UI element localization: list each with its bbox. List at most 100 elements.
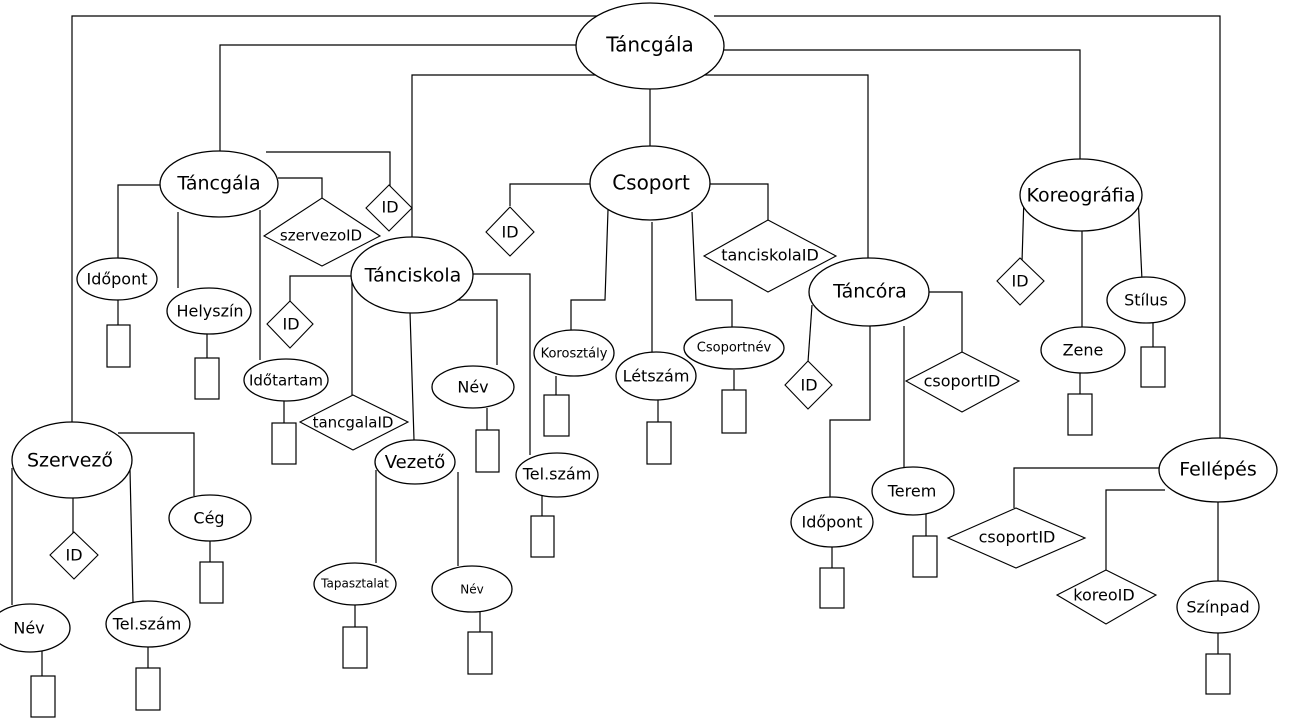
entity-szervezo-label: Szervező bbox=[27, 450, 113, 472]
edge-root-tancora bbox=[700, 74, 869, 262]
tg-id-diamond: ID bbox=[365, 184, 413, 232]
entity-fellepes: Fellépés bbox=[1158, 437, 1278, 503]
attr-v-nev-label: Név bbox=[460, 583, 483, 597]
value-box bbox=[543, 394, 570, 437]
attr-v-tapasztalat: Tapasztalat bbox=[313, 562, 397, 606]
value-box bbox=[194, 357, 220, 400]
entity-tancora: Táncóra bbox=[808, 257, 930, 327]
value-box bbox=[106, 324, 131, 368]
attr-ko-stilus: Stílus bbox=[1106, 276, 1186, 324]
entity-tancgala: Táncgála bbox=[159, 150, 279, 218]
edge-f-csoportid bbox=[1013, 467, 1160, 508]
entity-csoport-label: Csoport bbox=[612, 171, 690, 195]
attr-tg-idotartam: Időtartam bbox=[243, 358, 329, 402]
attr-v-tapasztalat-label: Tapasztalat bbox=[320, 577, 389, 591]
ti-tancgalaid-label: tancgalaID bbox=[313, 414, 394, 432]
edge-root-tanciskola bbox=[411, 74, 596, 240]
attr-sz-telszam-label: Tel.szám bbox=[112, 615, 182, 634]
edge-ko-stilus bbox=[1137, 195, 1143, 281]
attr-ti-telszam: Tel.szám bbox=[515, 452, 599, 498]
cs-tanciskolaid-label: tanciskolaID bbox=[721, 246, 819, 265]
attr-tg-helyszin-label: Helyszín bbox=[176, 302, 243, 321]
attr-ti-nev: Név bbox=[431, 365, 515, 409]
entity-vezeto-label: Vezető bbox=[385, 452, 446, 473]
attr-ko-zene: Zene bbox=[1040, 326, 1126, 374]
attr-sz-telszam: Tel.szám bbox=[105, 600, 191, 648]
attr-ti-nev-label: Név bbox=[457, 378, 488, 397]
tg-id-label: ID bbox=[381, 198, 398, 217]
ko-id-diamond: ID bbox=[996, 257, 1045, 306]
entity-root-tancgala-label: Táncgála bbox=[605, 33, 694, 57]
attr-tg-idopont: Időpont bbox=[76, 257, 158, 301]
sz-id-diamond: ID bbox=[49, 531, 99, 580]
value-box bbox=[467, 631, 493, 675]
relationships: szervezoID ID ID tancgalaID ID tanciskol… bbox=[49, 184, 1158, 625]
edge-to-id bbox=[807, 304, 813, 363]
value-box bbox=[646, 421, 672, 465]
attr-sz-ceg-label: Cég bbox=[193, 509, 224, 528]
cs-id-diamond: ID bbox=[485, 206, 535, 257]
value-box bbox=[271, 422, 297, 465]
entity-vezeto: Vezető bbox=[374, 439, 456, 485]
attr-f-szinpad-label: Színpad bbox=[1186, 598, 1249, 617]
attr-ti-telszam-label: Tel.szám bbox=[522, 465, 592, 484]
edge-ti-id bbox=[289, 275, 352, 302]
to-csoportid-diamond: csoportID bbox=[904, 351, 1021, 413]
attr-cs-csoportnev: Csoportnév bbox=[683, 326, 785, 370]
ko-id-label: ID bbox=[1011, 272, 1028, 291]
edge-tg-id bbox=[266, 151, 391, 186]
edge-ti-telszam bbox=[472, 273, 531, 455]
attr-tg-idotartam-label: Időtartam bbox=[249, 372, 323, 390]
ti-id-diamond: ID bbox=[266, 300, 314, 349]
attr-sz-nev: Név bbox=[0, 603, 71, 653]
attr-cs-csoportnev-label: Csoportnév bbox=[697, 341, 772, 356]
value-box bbox=[135, 667, 161, 711]
attr-sz-nev-label: Név bbox=[13, 619, 44, 638]
value-box bbox=[1140, 346, 1166, 388]
entity-koreografia-label: Koreográfia bbox=[1027, 185, 1136, 207]
edge-f-koreoid bbox=[1105, 489, 1165, 574]
attr-f-szinpad: Színpad bbox=[1176, 580, 1260, 634]
to-id-diamond: ID bbox=[784, 360, 833, 410]
edge-to-idopont bbox=[829, 326, 871, 497]
tg-szervezoid-diamond: szervezoID bbox=[262, 197, 382, 267]
attr-to-idopont: Időpont bbox=[790, 496, 874, 548]
value-box bbox=[912, 535, 938, 578]
ti-tancgalaid-diamond: tancgalaID bbox=[298, 394, 410, 451]
entity-root-tancgala: Táncgála bbox=[575, 2, 725, 90]
value-box bbox=[30, 675, 56, 718]
edge-root-tancgala bbox=[219, 44, 576, 155]
attr-cs-letszam: Létszám bbox=[615, 351, 697, 401]
entity-csoport: Csoport bbox=[589, 145, 711, 221]
attr-cs-korosztaly: Korosztály bbox=[533, 329, 615, 377]
edge-cs-csoportnev bbox=[691, 211, 733, 330]
attr-ko-zene-label: Zene bbox=[1063, 341, 1104, 360]
value-box bbox=[199, 561, 224, 604]
ti-id-label: ID bbox=[282, 315, 299, 334]
attr-v-nev: Név bbox=[431, 565, 513, 613]
f-koreoid-diamond: koreoID bbox=[1055, 569, 1158, 625]
edge-ti-nev bbox=[445, 299, 498, 365]
edge-tg-szervezoid bbox=[278, 177, 323, 198]
edge-ti-vezeto bbox=[409, 311, 415, 441]
value-box bbox=[721, 389, 747, 434]
f-csoportid-diamond: csoportID bbox=[946, 507, 1087, 569]
edge-root-fellepes bbox=[714, 15, 1221, 438]
edge-cs-id bbox=[509, 183, 591, 206]
edge-sz-ceg bbox=[118, 432, 195, 496]
entity-szervezo: Szervező bbox=[11, 421, 133, 499]
to-id-label: ID bbox=[800, 376, 817, 395]
entity-tancgala-label: Táncgála bbox=[176, 173, 260, 195]
attr-cs-korosztaly-label: Korosztály bbox=[541, 347, 608, 362]
value-box bbox=[530, 515, 555, 558]
value-box bbox=[819, 567, 845, 609]
attr-to-idopont-label: Időpont bbox=[801, 513, 862, 532]
attr-tg-idopont-label: Időpont bbox=[86, 270, 147, 289]
entity-tancora-label: Táncóra bbox=[832, 281, 907, 303]
nodes: Táncgála Táncgála Időpont Helyszín Időta… bbox=[0, 2, 1278, 653]
edge-root-szervezo bbox=[71, 15, 598, 422]
value-boxes bbox=[30, 324, 1231, 718]
attr-sz-ceg: Cég bbox=[168, 494, 252, 542]
to-csoportid-label: csoportID bbox=[924, 372, 1001, 391]
